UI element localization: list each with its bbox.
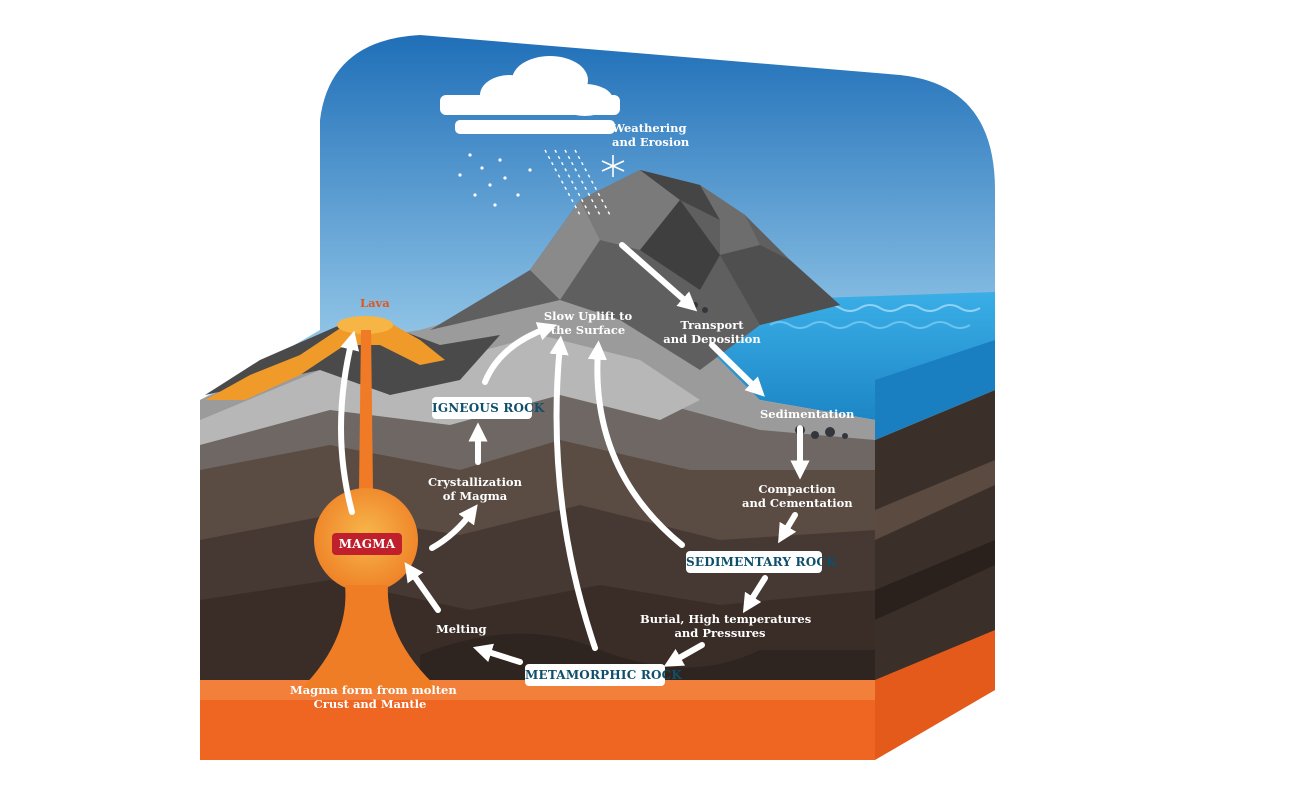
sea-front xyxy=(875,340,995,440)
label-crystallization: Crystallization of Magma xyxy=(425,475,525,503)
arrow-igneous-to-uplift xyxy=(482,322,558,385)
arrow-melting-to-magma xyxy=(404,562,441,613)
label-weathering-erosion: Weathering and Erosion xyxy=(612,121,689,149)
label-crystallization-line1: Crystallization xyxy=(428,475,522,489)
arrow-metamorphic-to-melting xyxy=(472,643,523,665)
arrow-sedimentary-to-uplift xyxy=(587,340,685,548)
label-uplift-line2: the Surface xyxy=(550,323,626,337)
arrow-magma-to-lava xyxy=(338,330,360,515)
label-weathering-line1: Weathering xyxy=(612,121,687,135)
label-uplift-line1: Slow Uplift to xyxy=(543,309,633,323)
label-compaction-line2: and Cementation xyxy=(742,496,853,510)
cloud-icon xyxy=(440,56,620,134)
label-magma-form-line2: Crust and Mantle xyxy=(313,697,427,711)
snowflake-icon xyxy=(601,155,625,177)
label-burial-line1: Burial, High temperatures xyxy=(640,612,812,626)
box-igneous-rock: IGNEOUS ROCK xyxy=(432,397,544,419)
label-transport-line2: and Deposition xyxy=(663,332,761,346)
label-compaction-line1: Compaction xyxy=(758,482,836,496)
label-burial: Burial, High temperatures and Pressures xyxy=(640,612,812,640)
box-metamorphic-rock: METAMORPHIC ROCK xyxy=(525,664,682,686)
label-crystallization-line2: of Magma xyxy=(442,489,508,503)
magma-conduit xyxy=(359,330,373,490)
label-weathering-line2: and Erosion xyxy=(612,135,690,149)
label-transport-deposition: Transport and Deposition xyxy=(662,318,762,346)
mantle-right-side xyxy=(875,630,995,760)
lava-flow xyxy=(205,320,445,400)
arrow-weathering xyxy=(619,242,698,312)
arrow-magma-to-crystallization xyxy=(429,504,478,551)
label-uplift: Slow Uplift to the Surface xyxy=(538,309,638,337)
label-lava: Lava xyxy=(360,296,390,310)
arrow-metamorphic-to-uplift xyxy=(549,335,598,651)
box-magma: MAGMA xyxy=(332,533,402,555)
arrow-burial-to-metamorphic xyxy=(663,642,705,667)
arrow-compaction xyxy=(778,512,798,544)
label-magma-form-line1: Magma form from molten xyxy=(290,683,457,697)
label-sedimentation: Sedimentation xyxy=(760,407,855,421)
arrow-sedimentary-to-burial xyxy=(742,575,768,614)
rain-snow-icon xyxy=(458,153,532,207)
label-compaction-cementation: Compaction and Cementation xyxy=(742,482,853,510)
label-magma-form: Magma form from molten Crust and Mantle xyxy=(290,683,457,711)
label-melting: Melting xyxy=(436,622,487,636)
cycle-arrows xyxy=(338,242,810,667)
arrow-transport xyxy=(709,342,765,397)
label-burial-line2: and Pressures xyxy=(674,626,766,640)
label-transport-line1: Transport xyxy=(680,318,744,332)
box-sedimentary-rock: SEDIMENTARY ROCK xyxy=(686,551,837,573)
